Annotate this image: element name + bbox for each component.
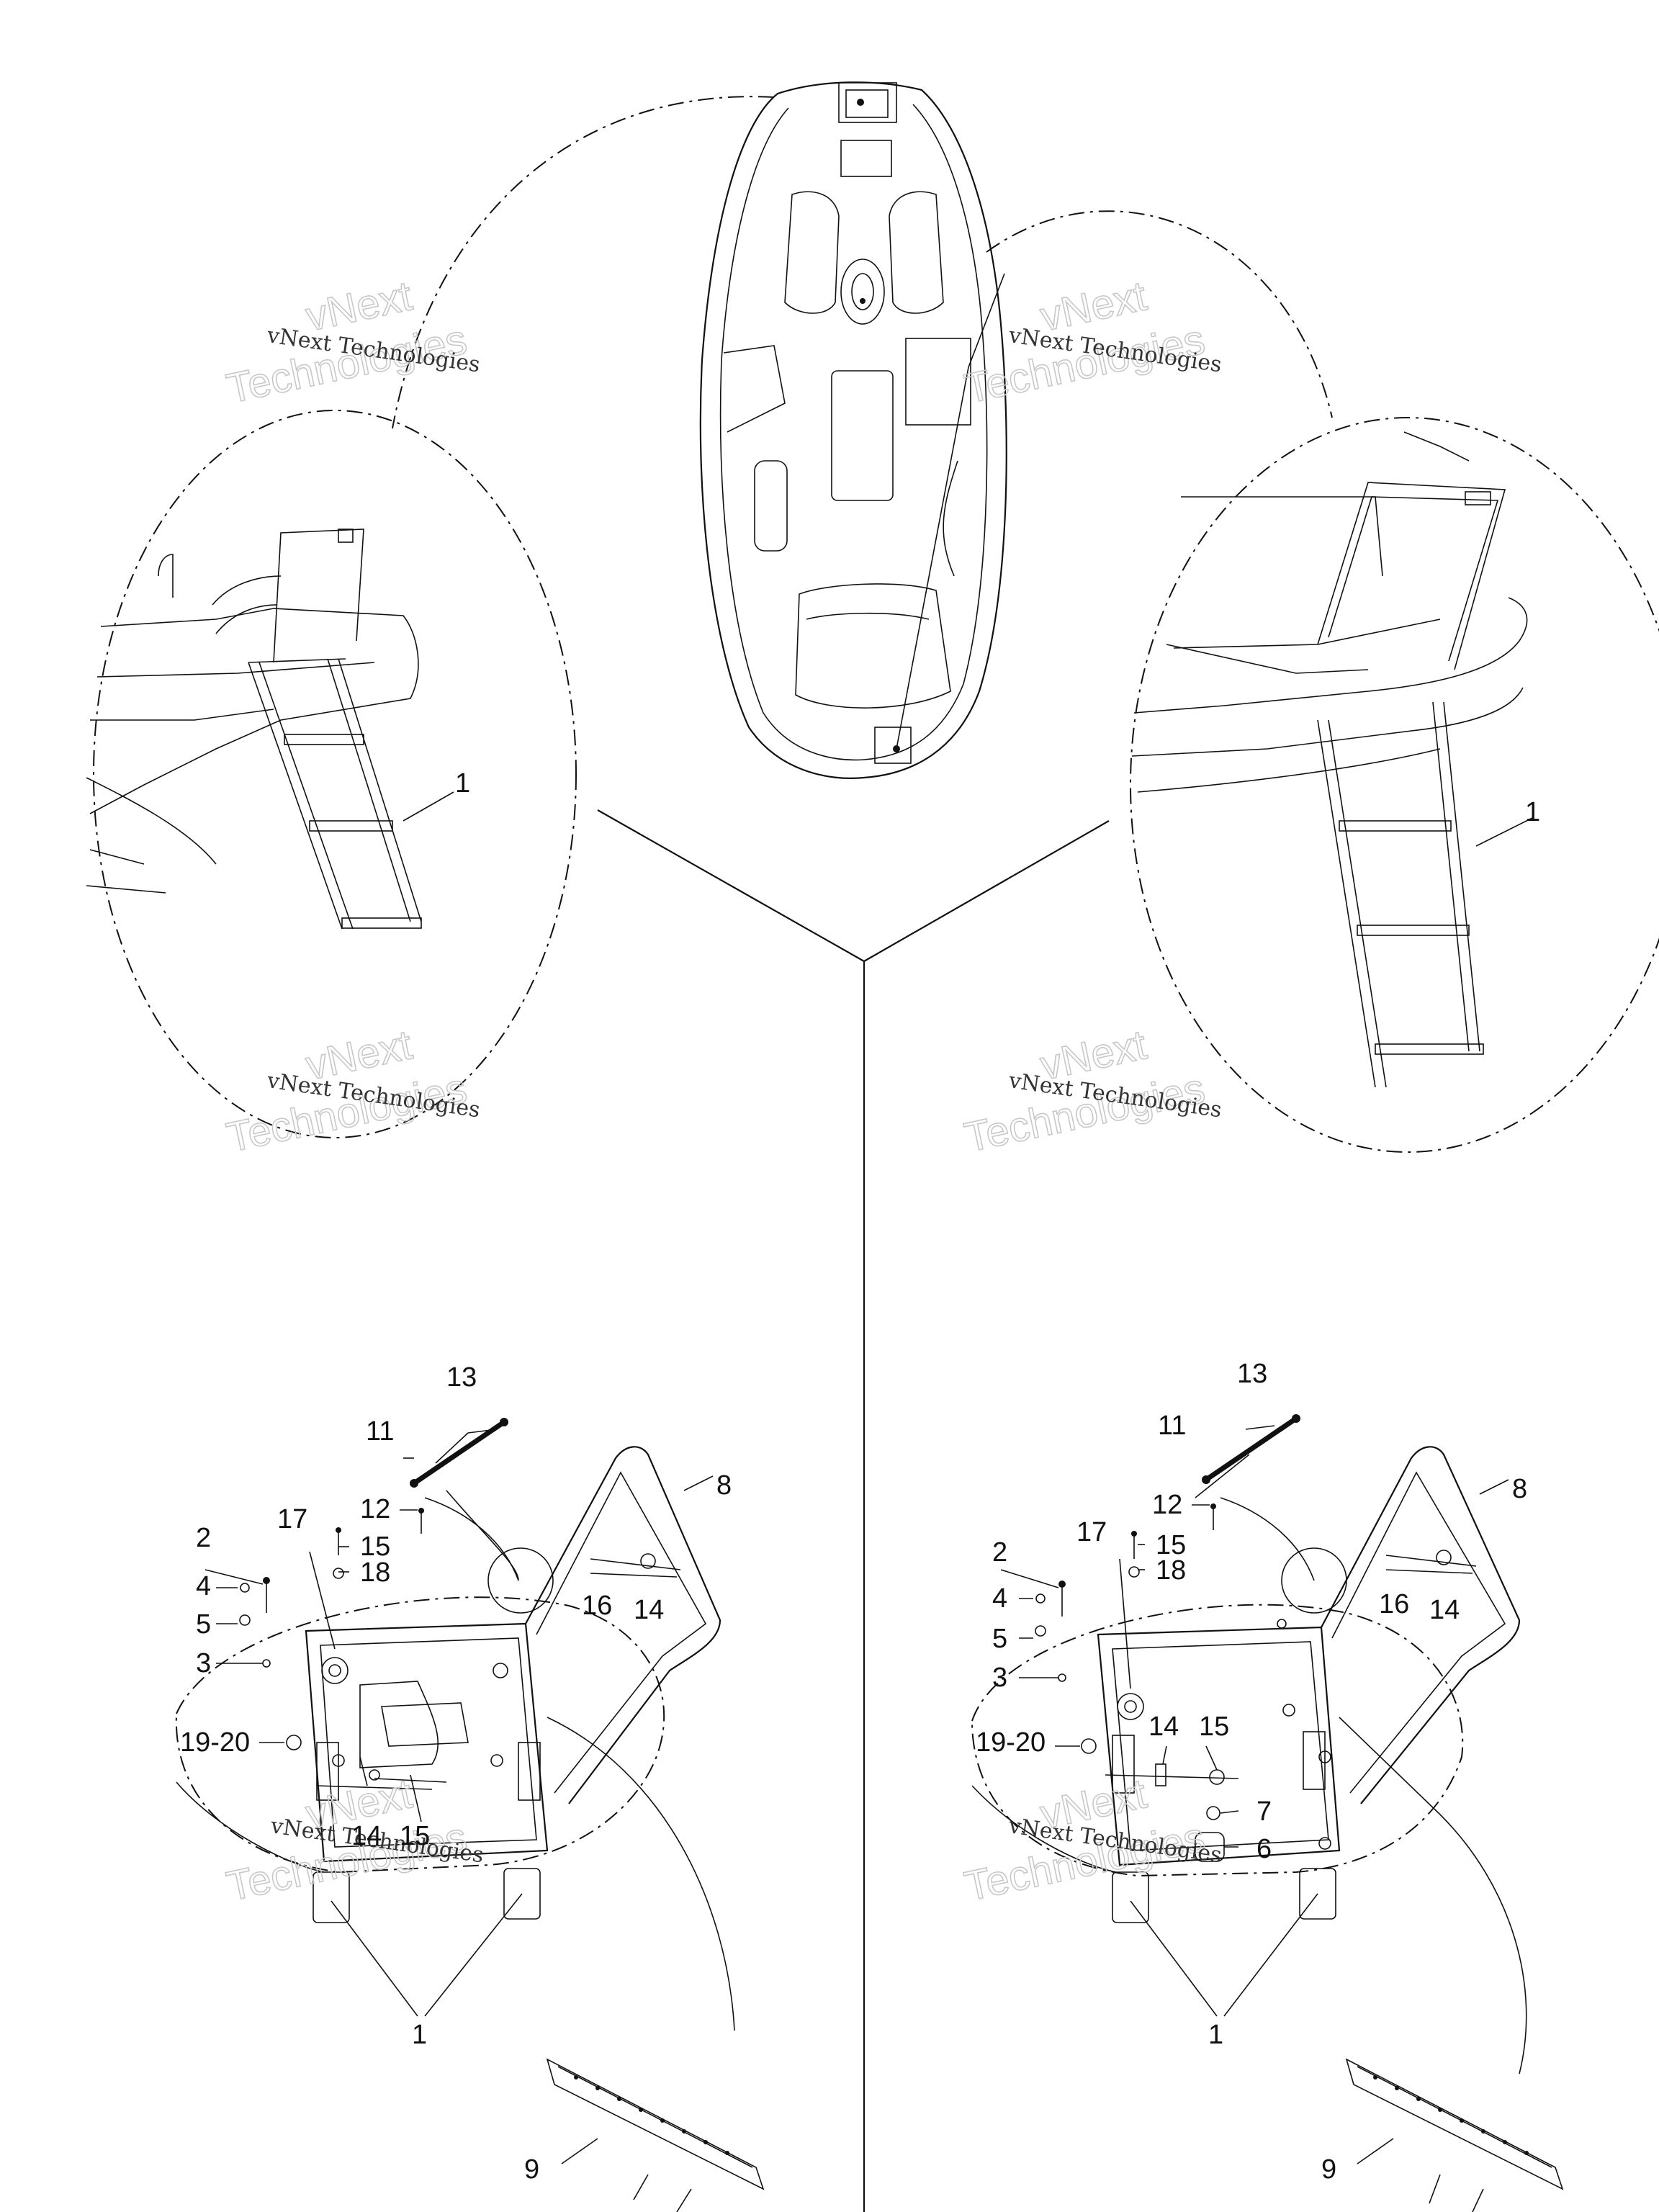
callout-18: 18 (1156, 1555, 1186, 1586)
callout-13: 13 (1237, 1359, 1267, 1389)
callout-8: 8 (1512, 1474, 1527, 1504)
callout-18: 18 (360, 1557, 390, 1588)
callout-14a: 14 (634, 1595, 664, 1625)
boat-top-view (699, 81, 1007, 779)
callout-2: 2 (196, 1523, 211, 1553)
exploded-view-right (971, 1414, 1564, 2212)
callout-17: 17 (1076, 1517, 1107, 1547)
callout-8: 8 (716, 1470, 732, 1501)
callout-15a: 15 (360, 1532, 390, 1562)
callouts-bottom-left: 13 11 12 8 2 17 15 18 4 5 16 14 3 19-20 … (180, 1362, 732, 2185)
callout-3: 3 (992, 1663, 1007, 1693)
watermark-bottom-right: vNext Technologies vNext Technologies (960, 1770, 1223, 1911)
watermark-top-right: vNext Technologies vNext Technologies (960, 272, 1223, 413)
callout-12: 12 (1152, 1490, 1182, 1520)
callout-14b: 14 (351, 1821, 382, 1851)
leader-arcs (392, 96, 1333, 429)
callout-2: 2 (992, 1537, 1007, 1568)
callout-4: 4 (992, 1583, 1007, 1614)
callout-13: 13 (446, 1362, 477, 1393)
exploded-view-left (175, 1418, 765, 2212)
section-dividers (597, 809, 1110, 2212)
callout-5: 5 (992, 1624, 1007, 1654)
callout-5: 5 (196, 1609, 211, 1640)
callout-7: 7 (1256, 1797, 1272, 1827)
callout-11: 11 (366, 1416, 394, 1447)
callout-9: 9 (1321, 2154, 1336, 2185)
detail-top-right (1130, 417, 1659, 1153)
watermark-top-left: vNext Technologies vNext Technologies (222, 272, 481, 413)
callout-19-20: 19-20 (976, 1727, 1046, 1758)
callout-15b: 15 (1199, 1712, 1229, 1742)
callout-16: 16 (582, 1591, 612, 1621)
callout-15b: 15 (400, 1821, 430, 1851)
callout-3: 3 (196, 1648, 211, 1678)
callout-11: 11 (1158, 1411, 1186, 1441)
callout-ladder-top-left: 1 (455, 768, 470, 799)
callout-14a: 14 (1429, 1595, 1460, 1625)
callouts-bottom-right: 13 11 12 8 2 17 15 18 4 5 16 14 3 19-20 … (976, 1359, 1527, 2185)
detail-top-left (86, 410, 577, 1138)
callout-ladder-top-right: 1 (1525, 797, 1540, 827)
callout-12: 12 (360, 1494, 390, 1524)
callout-6: 6 (1256, 1834, 1272, 1864)
callout-9: 9 (524, 2154, 539, 2185)
callout-4: 4 (196, 1571, 211, 1601)
callout-1: 1 (1208, 2020, 1223, 2050)
callout-14b: 14 (1148, 1712, 1179, 1742)
callout-1: 1 (412, 2020, 427, 2050)
watermark-mid-right: vNext Technologies vNext Technologies (960, 1021, 1223, 1162)
callout-15a: 15 (1156, 1530, 1186, 1560)
callout-17: 17 (277, 1504, 307, 1534)
callout-19-20: 19-20 (180, 1727, 250, 1758)
watermark-mid-left: vNext Technologies vNext Technologies (222, 1021, 481, 1162)
callout-16: 16 (1379, 1589, 1409, 1619)
